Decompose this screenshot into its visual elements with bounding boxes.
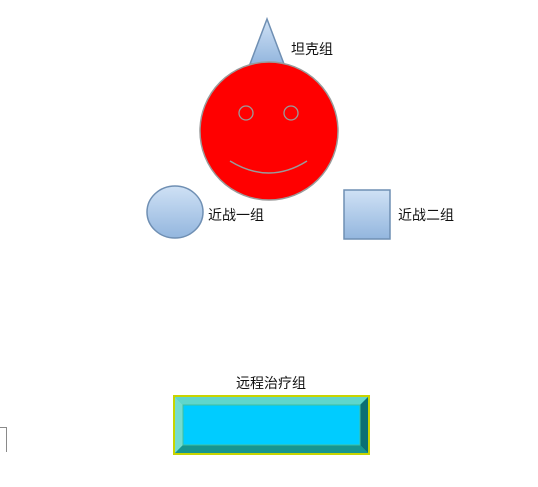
ranged-healer-group-label: 远程治疗组 — [236, 376, 306, 392]
melee-group-2-label: 近战二组 — [398, 208, 454, 224]
tank-group-label: 坦克组 — [291, 42, 333, 58]
melee-group-1-circle-shape[interactable] — [146, 185, 204, 239]
smiley-face[interactable] — [199, 61, 339, 201]
tank-triangle-shape[interactable] — [248, 16, 286, 65]
smiley-face-head — [199, 61, 339, 201]
bevel-left-edge — [175, 397, 183, 453]
bevel-right-edge — [360, 397, 368, 453]
melee-group-2-square-shape[interactable] — [343, 189, 391, 240]
smiley-right-eye — [283, 105, 299, 121]
ranged-healer-bevel-shape[interactable] — [173, 395, 370, 455]
bevel-inner-face — [182, 404, 361, 446]
melee-group-1-label: 近战一组 — [208, 208, 264, 224]
smiley-mouth — [229, 160, 308, 174]
bevel-top-edge — [175, 397, 368, 405]
bevel-bottom-edge — [175, 445, 368, 453]
page-edge-mark — [0, 427, 7, 452]
smiley-left-eye — [238, 105, 254, 121]
